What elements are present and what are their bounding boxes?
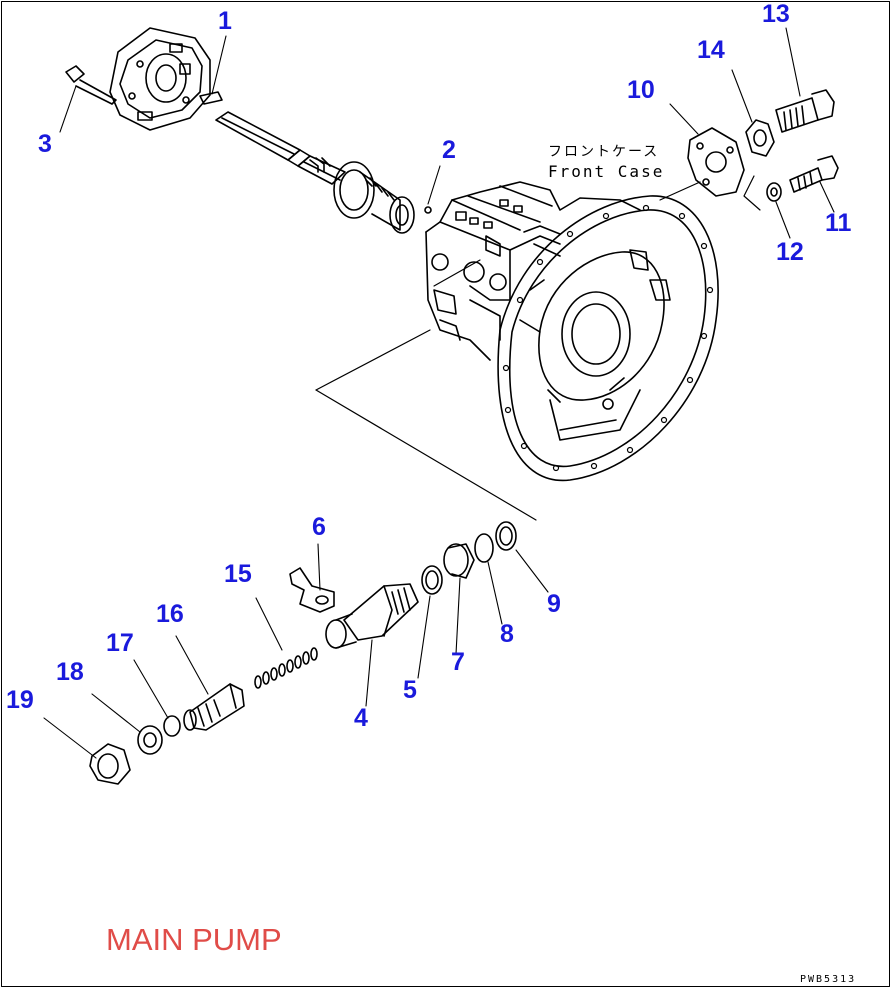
- callout-9: 9: [547, 590, 561, 618]
- diagram-title: MAIN PUMP: [106, 922, 282, 957]
- part-1-pin: [199, 91, 223, 105]
- part-cover-flange: [109, 27, 211, 131]
- part-10-plate: [687, 127, 745, 197]
- part-6-bracket: [289, 567, 335, 613]
- callout-13: 13: [762, 0, 790, 28]
- pump-body: [425, 181, 641, 361]
- callout-19: 19: [6, 686, 34, 714]
- part-11-bolt: [789, 155, 839, 193]
- part-8-oring: [474, 533, 494, 563]
- drawing-code: PWB5313: [800, 974, 857, 985]
- part-2-pin: [424, 206, 432, 214]
- callout-16: 16: [156, 600, 184, 628]
- callout-14: 14: [697, 36, 725, 64]
- front-case: [497, 195, 719, 482]
- callout-leaders: [43, 27, 835, 759]
- part-19-nut: [89, 743, 131, 785]
- callout-1: 1: [218, 7, 232, 35]
- callout-8: 8: [500, 620, 514, 648]
- part-18-washer: [137, 725, 163, 755]
- part-17-oring: [163, 715, 181, 737]
- part-13-bolt: [775, 89, 835, 133]
- part-12-washer: [766, 182, 782, 202]
- part-9-ring: [495, 521, 517, 551]
- part-7-plug: [443, 543, 475, 579]
- part-16-poppet: [183, 683, 245, 731]
- callout-2: 2: [442, 136, 456, 164]
- callout-15: 15: [224, 560, 252, 588]
- part-5-ring: [421, 565, 443, 595]
- part-3-bolt: [65, 65, 117, 105]
- callout-6: 6: [312, 513, 326, 541]
- callout-3: 3: [38, 130, 52, 158]
- leader-lines: [315, 175, 761, 521]
- front-case-label-en: Front Case: [548, 162, 665, 181]
- part-15-spring: [254, 647, 318, 689]
- front-case-label-jp: フロントケース: [548, 144, 660, 160]
- callout-17: 17: [106, 629, 134, 657]
- callout-10: 10: [627, 76, 655, 104]
- callout-7: 7: [451, 648, 465, 676]
- part-14-nut: [745, 119, 775, 157]
- callout-5: 5: [403, 676, 417, 704]
- part-shaft: [215, 111, 415, 234]
- callout-18: 18: [56, 658, 84, 686]
- callout-11: 11: [825, 209, 852, 237]
- part-4-spool: [325, 583, 419, 649]
- callout-12: 12: [776, 238, 804, 266]
- callout-4: 4: [354, 704, 368, 732]
